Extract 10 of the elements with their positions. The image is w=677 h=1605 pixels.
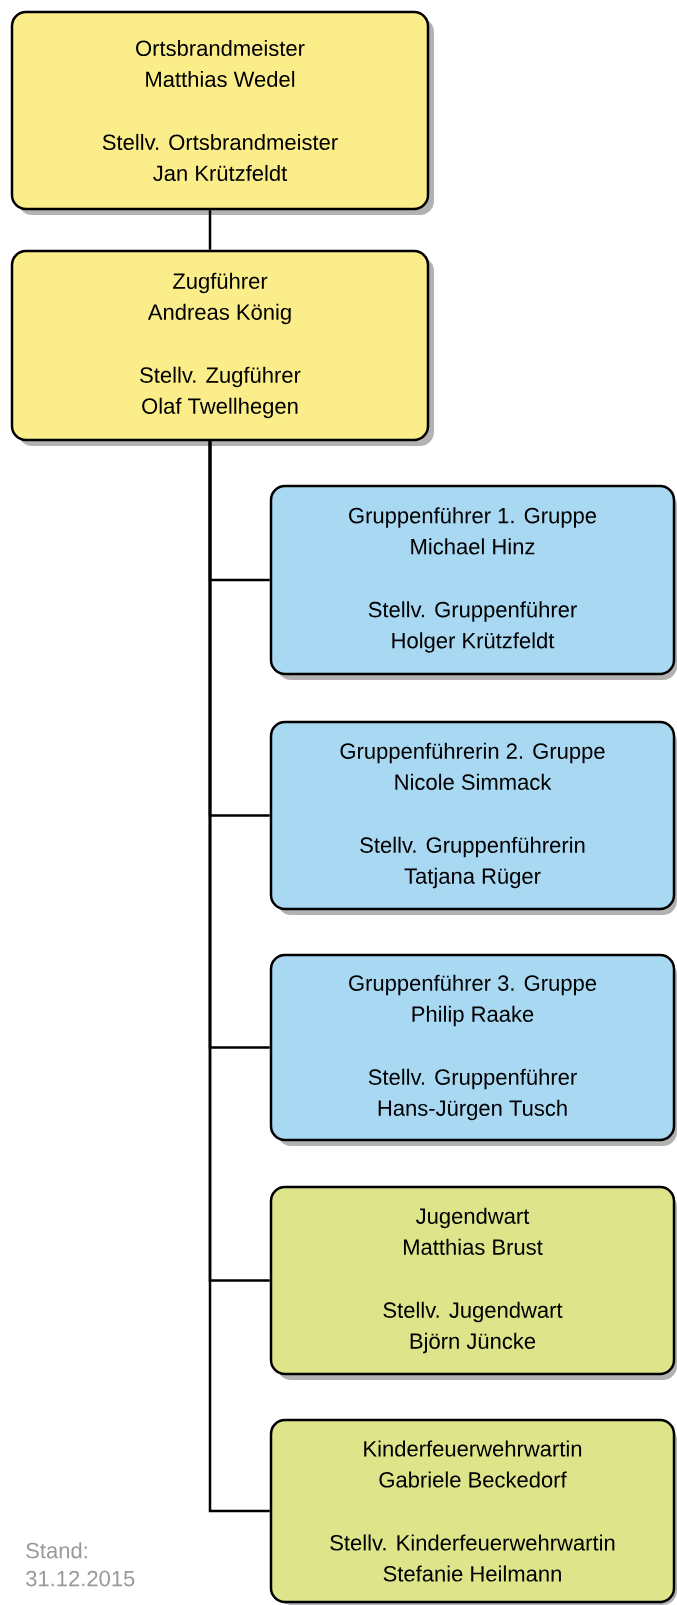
role-box: Gruppenführerin 2. Gruppe Nicole Simmack Stellv. Gruppenführerin Tatjana Rüger (269, 720, 677, 915)
role-box: Jugendwart Matthias Brust Stellv. Jugendwart Björn Jüncke (269, 1185, 677, 1380)
date-note: Stand: 31.12.2015 (26, 1542, 135, 1587)
role-box: Gruppenführer 1. Gruppe Michael Hinz Stellv. Gruppenführer Holger Krützfeldt (269, 484, 677, 680)
role-box: Gruppenführer 3. Gruppe Philip Raake Stellv. Gruppenführer Hans-Jürgen Tusch (269, 953, 677, 1146)
connector-line (208, 210, 212, 250)
role-box: Ortsbrandmeister Matthias Wedel Stellv. Ortsbrandmeister Jan Krützfeldt (10, 10, 434, 215)
connector-line (208, 441, 270, 1513)
role-box: Kinderfeuerwehrwartin Gabriele Beckedorf Stellv. Kinderfeuerwehrwartin Stefanie Heilmann (269, 1418, 677, 1605)
role-box: Zugführer Andreas König Stellv. Zugführer Olaf Twellhegen (10, 249, 434, 446)
